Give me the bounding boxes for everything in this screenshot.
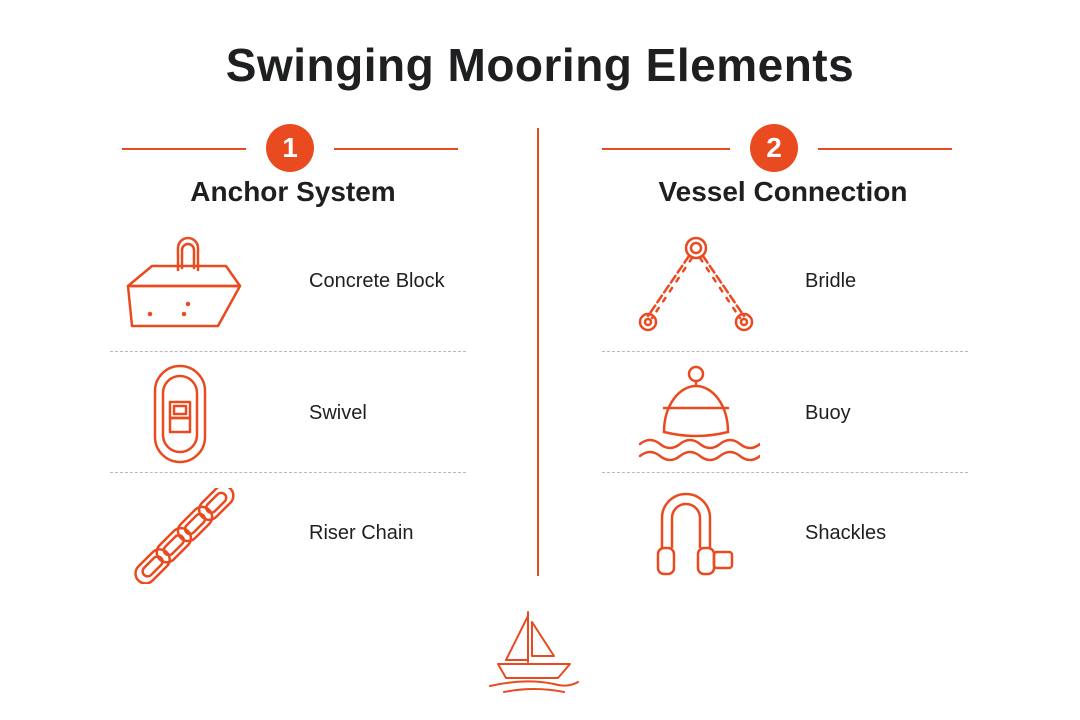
section-2-rule-left [602,148,730,150]
section-2-title: Vessel Connection [658,176,908,207]
section-2-number-badge: 2 [750,124,798,172]
buoy-label: Buoy [805,402,851,424]
shackles-label: Shackles [805,522,887,544]
bridle-icon [634,234,760,334]
section-1-rule-left [122,148,246,150]
riser-chain-icon [128,488,238,584]
section-1-rule-right [334,148,458,150]
item-separator [110,351,466,352]
item-separator [110,472,466,473]
bridle-label: Bridle [805,270,857,292]
sailboat-logo-icon [484,606,584,696]
buoy-icon [634,362,760,462]
swivel-icon [150,362,210,466]
riser-chain-label: Riser Chain [309,522,414,544]
section-1-title: Anchor System [190,176,396,207]
section-1-number-badge: 1 [266,124,314,172]
column-divider [537,128,539,576]
concrete-block-icon [122,234,248,330]
shackle-icon [652,486,742,580]
concrete-block-label: Concrete Block [309,270,445,292]
page-title: Swinging Mooring Elements [225,39,855,91]
swivel-label: Swivel [309,402,367,424]
item-separator [602,351,968,352]
item-separator [602,472,968,473]
section-2-rule-right [818,148,952,150]
